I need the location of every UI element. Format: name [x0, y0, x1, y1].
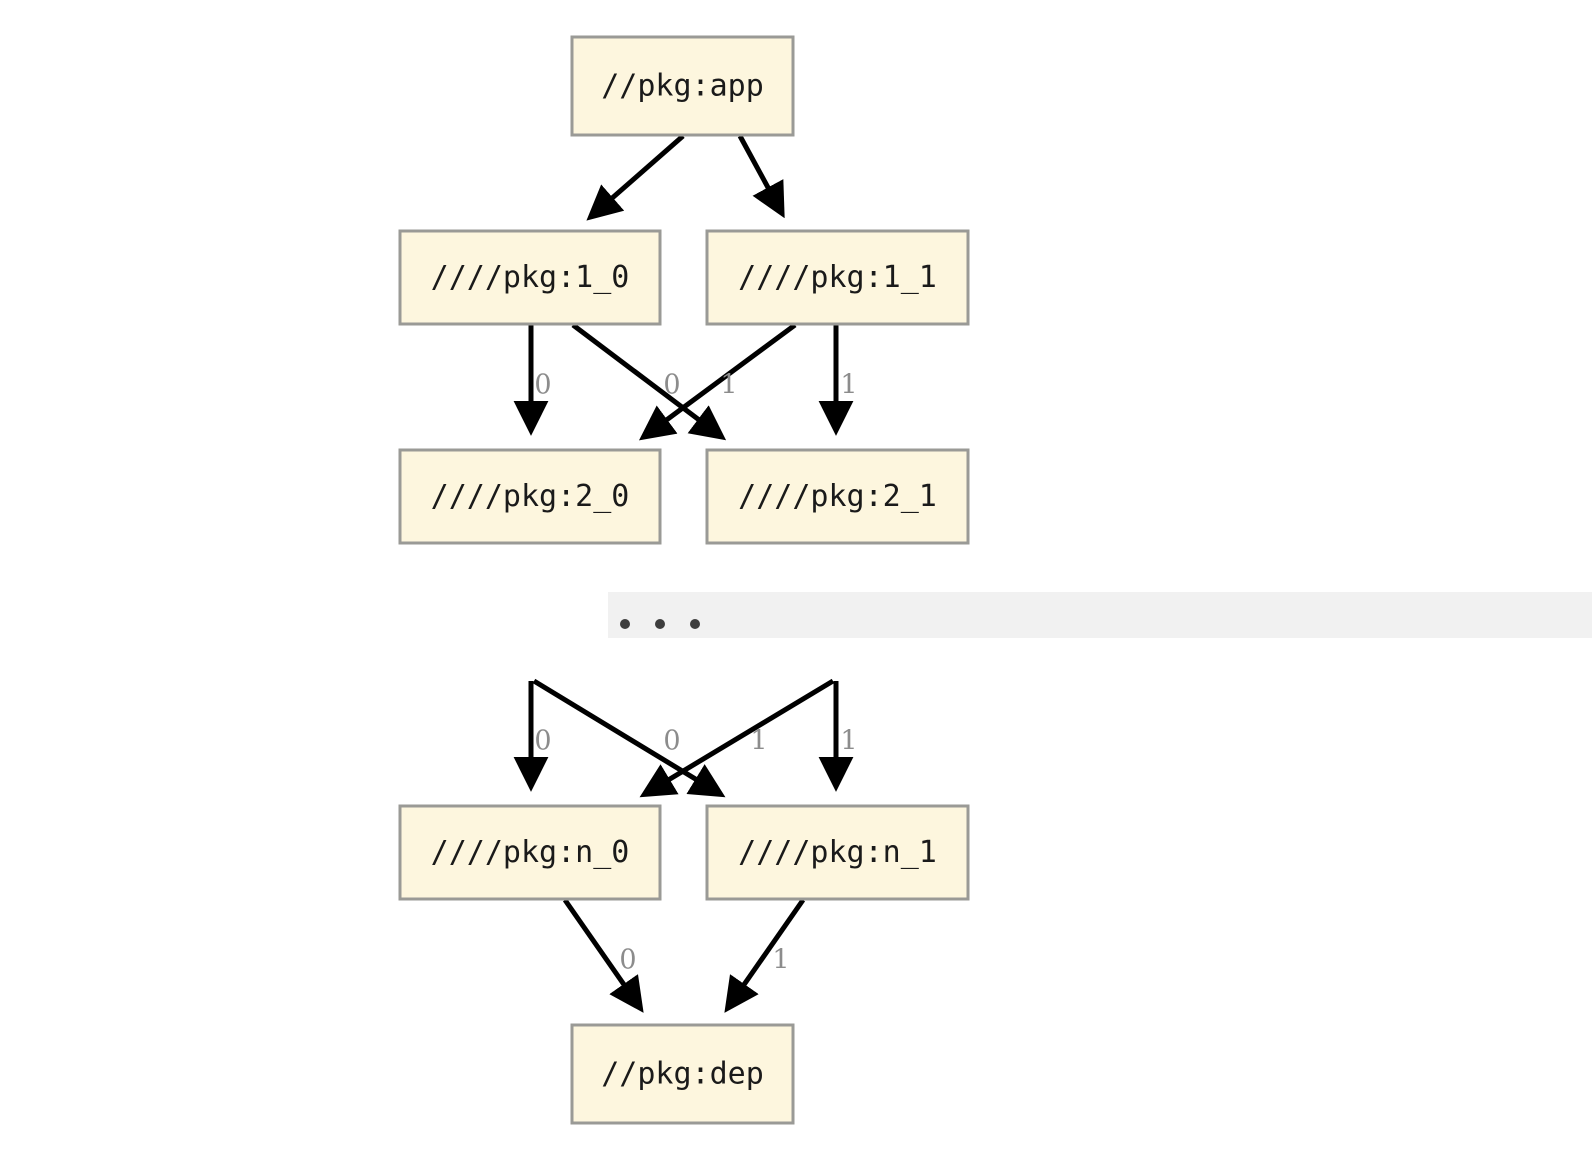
- ellipsis-dot: [620, 619, 630, 629]
- edge-x-n_0: 0: [513, 681, 552, 792]
- ellipsis-separator: [608, 592, 1592, 638]
- edge-line: [532, 678, 726, 798]
- node-box[interactable]: [570, 35, 795, 137]
- node-label: ////pkg:1_0: [431, 260, 630, 295]
- edge-y-n_0: 1: [639, 678, 835, 798]
- node-label: ////pkg:1_1: [738, 260, 937, 295]
- edge-label: 0: [663, 370, 680, 401]
- edge-line: [737, 134, 785, 219]
- edge-1_0-2_1: 0: [571, 323, 727, 441]
- edge-1_1-2_0: 1: [638, 322, 797, 441]
- ellipsis-dots: [620, 619, 700, 629]
- node-box[interactable]: [398, 804, 662, 901]
- edges-layer: 0 0 1 1 0 0 1 1 0 1: [513, 134, 858, 1013]
- node-label: ////pkg:n_1: [738, 835, 937, 870]
- edge-line: [571, 323, 727, 441]
- nodes-layer: //pkg:app ////pkg:1_0 ////pkg:1_1 ////pkg:2…: [398, 35, 970, 1125]
- edge-label: 0: [619, 945, 636, 976]
- edge-1_1-2_1: 1: [818, 325, 858, 436]
- edge-label: 0: [534, 370, 551, 401]
- edge-n_1-dep: 1: [724, 898, 806, 1013]
- edge-label: 1: [772, 945, 789, 976]
- edge-line: [724, 898, 806, 1013]
- edge-app-1_1: [737, 134, 785, 219]
- edge-line: [562, 898, 644, 1013]
- node-box[interactable]: [705, 229, 970, 326]
- ellipsis-dot: [655, 619, 665, 629]
- edge-label: 0: [534, 726, 551, 757]
- edge-x-n_1: 0: [532, 678, 726, 798]
- node-app[interactable]: //pkg:app: [570, 35, 795, 137]
- node-label: //pkg:dep: [601, 1057, 764, 1092]
- node-label: ////pkg:n_0: [431, 835, 630, 870]
- ellipsis-dot: [690, 619, 700, 629]
- node-box[interactable]: [398, 448, 662, 545]
- edge-n_0-dep: 0: [562, 898, 644, 1013]
- edge-line: [639, 678, 835, 798]
- node-n1_0[interactable]: ////pkg:1_0: [398, 229, 662, 326]
- edge-app-1_0: [586, 134, 685, 221]
- edge-y-n_1: 1: [818, 681, 858, 792]
- node-box[interactable]: [398, 229, 662, 326]
- edge-line: [638, 322, 797, 441]
- edge-label: 1: [720, 370, 737, 401]
- edge-label: 1: [750, 726, 767, 757]
- edge-label: 1: [840, 726, 857, 757]
- node-label: ////pkg:2_0: [431, 479, 630, 514]
- node-dep[interactable]: //pkg:dep: [570, 1023, 795, 1125]
- node-n2_0[interactable]: ////pkg:2_0: [398, 448, 662, 545]
- node-nn_0[interactable]: ////pkg:n_0: [398, 804, 662, 901]
- edge-1_0-2_0: 0: [513, 325, 552, 436]
- node-box[interactable]: [705, 448, 970, 545]
- node-label: //pkg:app: [601, 69, 764, 104]
- ellipsis-band: [608, 592, 1592, 638]
- edge-label: 0: [663, 726, 680, 757]
- node-box[interactable]: [705, 804, 970, 901]
- node-box[interactable]: [570, 1023, 795, 1125]
- node-nn_1[interactable]: ////pkg:n_1: [705, 804, 970, 901]
- node-n2_1[interactable]: ////pkg:2_1: [705, 448, 970, 545]
- edge-label: 1: [840, 370, 857, 401]
- node-label: ////pkg:2_1: [738, 479, 937, 514]
- node-n1_1[interactable]: ////pkg:1_1: [705, 229, 970, 326]
- edge-line: [586, 134, 685, 221]
